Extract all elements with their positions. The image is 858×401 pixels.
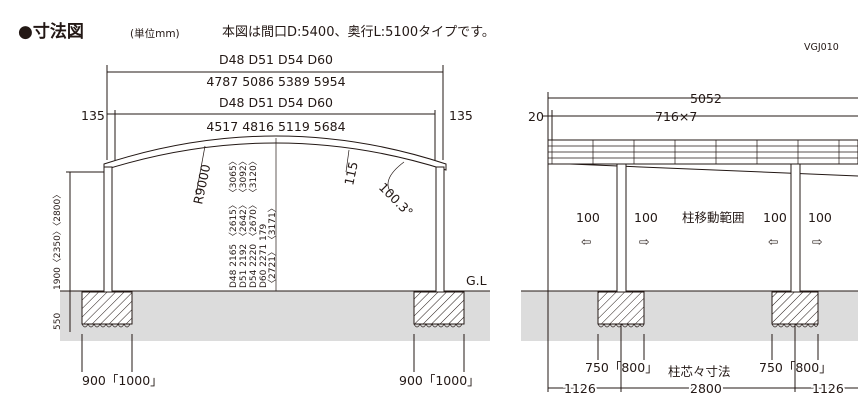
front-view: G.L D48 D51 D54 D60 4787 5086 5389 5954 …: [52, 52, 490, 388]
move-left-a: 100: [576, 210, 600, 225]
side-right-foundation: [771, 291, 819, 325]
move-left-b: 100: [634, 210, 658, 225]
move-left-arrow-a: ⇦: [581, 234, 591, 249]
drawing-title: ●寸法図: [18, 21, 84, 42]
side-view: 5052 20 716×7 100 ⇦ 100 ⇨ 柱移動範囲 100 ⇦ 10…: [521, 91, 858, 398]
rafter-pitch: 716×7: [655, 109, 697, 124]
move-range-label: 柱移動範囲: [682, 210, 745, 225]
angle-label: 100.3°: [376, 180, 416, 220]
ground-line-label: G.L: [466, 273, 487, 288]
total-length: 5052: [690, 91, 722, 106]
front-left-foundation: [81, 291, 133, 325]
offset-left: 135: [81, 108, 105, 123]
side-foot-width-right: 750「800」: [759, 360, 832, 375]
front-foot-width-left: 900「1000」: [82, 373, 163, 388]
inner-widths: 4517 4816 5119 5684: [206, 119, 345, 134]
drawing-code: VGJ010: [804, 42, 839, 53]
height-left-label: 1900〈2350〉〈2800〉: [52, 190, 63, 290]
height-table-column: D60 2271 179: [259, 224, 269, 288]
height-table-column: D54 2220 〈2670〉 〈3120〉: [248, 156, 259, 288]
offset-right: 135: [449, 108, 473, 123]
move-right-arrow-b: ⇨: [639, 234, 650, 249]
height-table-column: D48 2165 〈2615〉 〈3065〉: [228, 156, 239, 288]
move-right-arrow-d: ⇨: [812, 234, 823, 249]
unit-label: (単位mm): [130, 27, 180, 40]
front-foot-width-right: 900「1000」: [399, 373, 480, 388]
post-spacing-label: 柱芯々寸法: [668, 364, 731, 379]
outer-widths: 4787 5086 5389 5954: [206, 74, 345, 89]
move-left-arrow-c: ⇦: [768, 234, 778, 249]
inner-models: D48 D51 D54 D60: [219, 95, 333, 110]
height-table-extra: 〈2721〉 〈3171〉: [267, 203, 278, 288]
height-table-column: D51 2192 〈2642〉 〈3092〉: [238, 156, 249, 288]
move-right-a: 100: [763, 210, 787, 225]
offset-label: 20: [528, 109, 544, 124]
post-spacing-value: 2800: [690, 381, 722, 396]
drawing-description: 本図は間口D:5400、奥行L:5100タイプです。: [222, 25, 495, 40]
side-left-foundation: [597, 291, 645, 325]
overhang-right: 1126: [812, 381, 844, 396]
radius-label: R9000: [190, 163, 213, 206]
side-foot-width-left: 750「800」: [585, 360, 658, 375]
overhang-left: 1126: [564, 381, 596, 396]
outer-models: D48 D51 D54 D60: [219, 52, 333, 67]
front-right-foundation: [413, 291, 465, 325]
move-right-b: 100: [808, 210, 832, 225]
foundation-depth-label: 550: [53, 313, 63, 330]
beam-depth-label: 115: [341, 160, 361, 186]
